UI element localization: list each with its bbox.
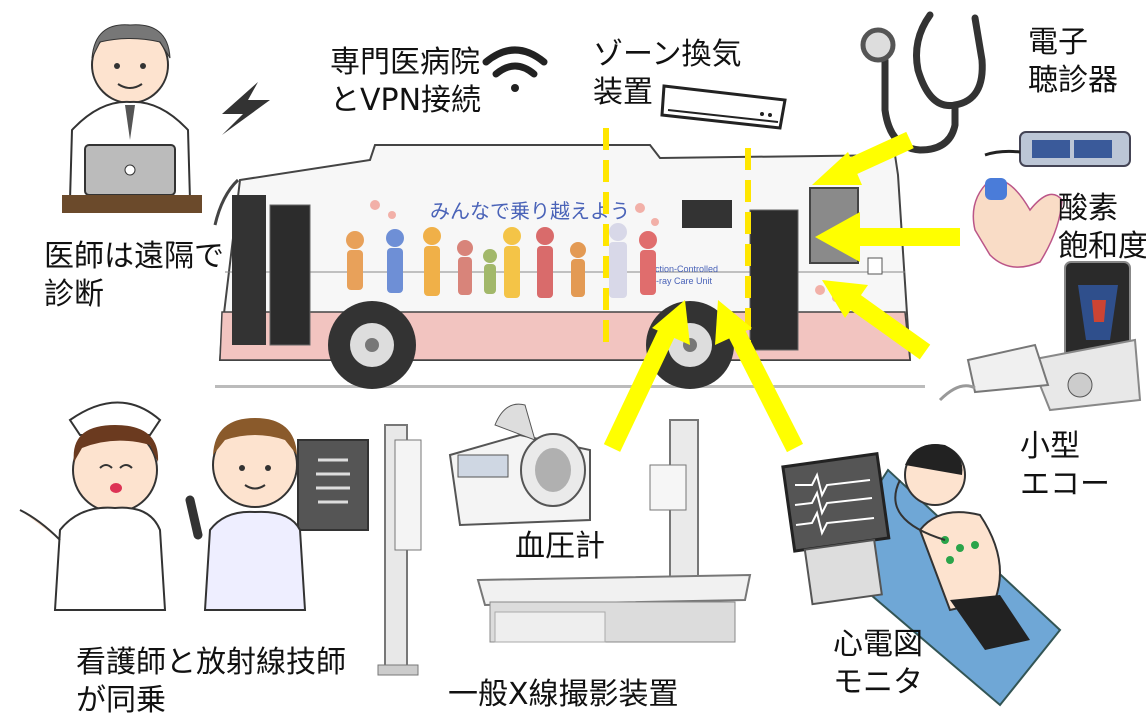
label-general-xray: 一般X線撮影装置 — [448, 676, 679, 714]
nurse-icon — [19, 401, 167, 611]
label-oxygen-line2: 飽和度 — [1058, 229, 1146, 264]
lightning-icon — [222, 82, 270, 135]
label-hospital-vpn: 専門医病院 とVPN接続 — [330, 44, 481, 120]
arrow-ultrasound — [822, 280, 931, 360]
label-bp-text: 血圧計 — [515, 529, 605, 564]
label-stethoscope-line1: 電子 — [1028, 25, 1088, 60]
label-echo-line1: 小型 — [1020, 429, 1080, 464]
label-oxygen-line1: 酸素 — [1058, 191, 1118, 226]
arrow-ecg — [715, 300, 804, 453]
label-electronic-stethoscope: 電子 聴診器 — [1028, 24, 1118, 100]
ecg-patient-icon — [781, 444, 1062, 707]
label-hospital-vpn-line2: とVPN接続 — [330, 83, 482, 118]
wifi-icon — [482, 46, 548, 92]
label-zone-ventilation: ゾーン換気 装置 — [593, 36, 742, 112]
ultrasound-icon — [938, 261, 1142, 412]
pulse-oximeter-icon — [972, 131, 1131, 268]
arrow-stethoscope — [812, 131, 914, 185]
bus-people-artwork — [346, 223, 657, 298]
label-ecg-line2: モニタ — [833, 665, 923, 700]
stethoscope-icon — [860, 11, 986, 154]
doctor-laptop-icon — [62, 24, 202, 213]
technician-xray-icon — [185, 418, 369, 611]
label-zone-ventilation-line2: 装置 — [593, 75, 653, 110]
bus-slogan: みんなで乗り越えよう — [430, 199, 630, 223]
label-nurse-technician: 看護師と放射線技師 が同乗 — [76, 644, 346, 720]
label-doctor-remote: 医師は遠隔で 診断 — [44, 238, 224, 314]
label-nurse-line2: が同乗 — [76, 683, 166, 718]
label-oxygen-saturation: 酸素 飽和度 — [1058, 190, 1146, 266]
label-blood-pressure: 血圧計 — [515, 528, 605, 566]
label-echo-line2: エコー — [1020, 467, 1110, 502]
bus-front-wheel — [328, 301, 416, 389]
label-zone-ventilation-line1: ゾーン換気 — [593, 37, 742, 72]
bus-badge-line2: X-ray Care Unit — [650, 276, 713, 286]
label-xray-text: 一般X線撮影装置 — [448, 677, 679, 712]
yellow-arrows — [603, 131, 960, 453]
zone-ventilation-dashed-lines — [603, 128, 751, 345]
label-doctor-line2: 診断 — [44, 277, 104, 312]
label-hospital-vpn-line1: 専門医病院 — [330, 45, 480, 80]
label-stethoscope-line2: 聴診器 — [1028, 63, 1118, 98]
air-conditioner-icon — [660, 84, 787, 130]
label-ecg-line1: 心電図 — [833, 627, 923, 662]
arrow-blood-pressure — [603, 300, 690, 452]
xray-machine-icon — [377, 419, 752, 676]
arrow-oximeter — [815, 212, 960, 262]
label-nurse-line1: 看護師と放射線技師 — [76, 645, 346, 680]
label-ecg-monitor: 心電図 モニタ — [833, 626, 923, 702]
label-small-echo: 小型 エコー — [1020, 428, 1110, 504]
bus-badge-line1: Infection-Controlled — [640, 264, 718, 274]
label-doctor-line1: 医師は遠隔で — [44, 239, 224, 274]
blood-pressure-monitor-icon — [448, 403, 591, 527]
